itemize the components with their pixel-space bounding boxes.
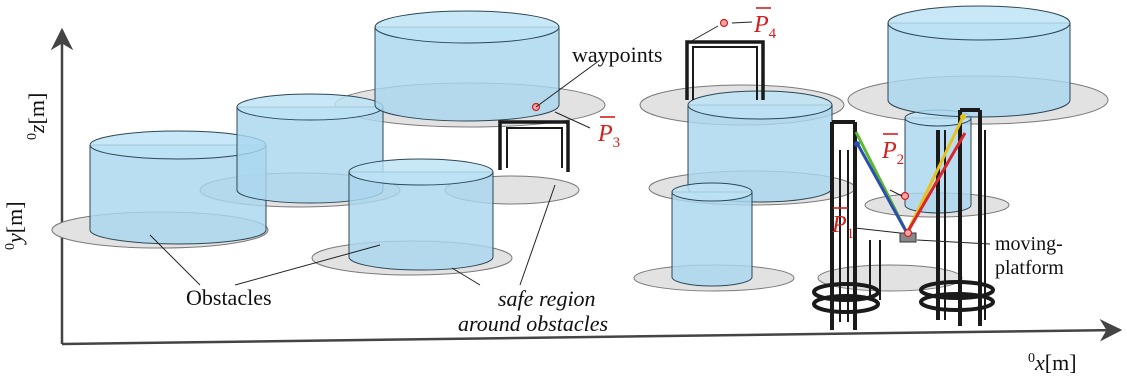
obstacle-cylinder [671,182,753,287]
obstacle-cylinder [687,90,833,203]
waypoint-p2 [900,191,910,201]
obstacles-label: Obstacles [186,285,272,310]
leader-lines [149,21,991,286]
waypoint-label-p1: P1 [831,207,854,242]
cable-red [905,132,967,234]
cable-robot [812,108,995,330]
cable-yellow [905,116,965,234]
svg-text:P3: P3 [597,121,620,151]
obstacle-cylinder [348,158,494,271]
svg-text:P4: P4 [753,12,777,42]
waypoint-label-p4: P4 [753,7,777,42]
x-axis-label: 0x[m] [1028,350,1077,375]
obstacle-cylinder [89,130,267,245]
safe-region-label-line1: safe region [498,286,596,311]
obstacle-cylinder [374,10,560,122]
waypoint-labels: P1 P2 P3 P4 [597,7,904,242]
svg-text:P2: P2 [881,138,904,168]
y-axis-label: 0y[m] [2,201,27,250]
robot-towers [812,108,995,330]
waypoints-label: waypoints [572,42,662,67]
moving-platform-label-line1: moving- [995,233,1063,255]
obstacles [89,5,1071,287]
obstacle-cylinder [236,93,384,204]
robot-frame-small [498,120,570,172]
waypoint-label-p2: P2 [881,133,904,168]
svg-text:P1: P1 [831,212,854,242]
waypoint-p1 [903,228,913,238]
safe-region-label-line2: around obstacles [458,311,608,336]
robot-frame-top [685,40,765,100]
waypoint-p4 [719,18,729,28]
coordinate-axes [50,27,1123,346]
obstacle-cylinder [887,5,1071,118]
z-axis-label: 0z[m] [24,93,49,140]
waypoint-label-p3: P3 [597,116,620,151]
x-axis [61,319,1123,346]
moving-platform-label-line2: platform [995,257,1064,279]
cable-blue [855,142,909,234]
